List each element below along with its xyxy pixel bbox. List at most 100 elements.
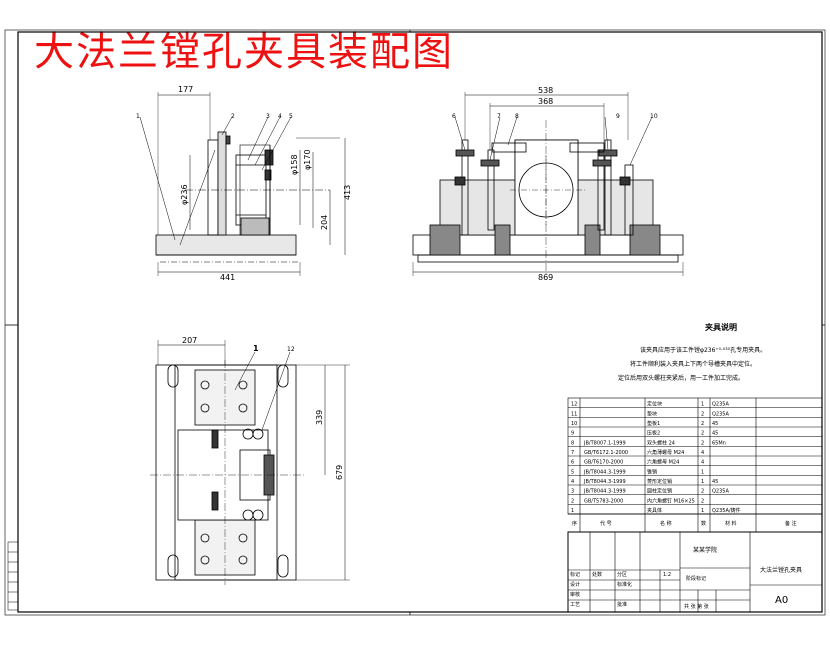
balloon-5: 5	[289, 113, 293, 120]
balloon-1: 1	[136, 113, 140, 120]
school-name: 某某学院	[693, 546, 717, 554]
bom-cell-material: Q235A	[712, 411, 729, 417]
notes-heading: 夹具说明	[705, 322, 737, 332]
bom-cell-code: JB/T8044.3-1999	[583, 469, 626, 475]
bom-cell-no: 6	[571, 460, 574, 466]
dim-177: 177	[178, 85, 193, 94]
bom-cell-no: 3	[571, 489, 574, 495]
bom-header-code: 代 号	[600, 520, 612, 527]
notes-line-2: 将工件顺利装入夹具上下两个导槽夹具中定位。	[630, 360, 756, 368]
balloon-2: 2	[231, 113, 235, 120]
bom-cell-name: 双头螺柱 24	[647, 439, 675, 446]
sheet-size: A0	[775, 595, 788, 606]
bom-cell-name: 圆柱定位销	[647, 488, 672, 495]
tb-cell: 设计	[570, 581, 580, 588]
balloon-7: 7	[497, 113, 501, 120]
bom-cell-material: Q235A	[712, 402, 729, 408]
tb-cell: 工艺	[570, 602, 580, 608]
bom-cell-no: 4	[571, 479, 574, 485]
bom-cell-name: 六角薄螺母 M24	[647, 449, 684, 456]
dim-413: 413	[343, 185, 352, 200]
tb-cell: 共 张 第 张	[684, 603, 709, 610]
bom-cell-name: 锥销	[647, 468, 657, 475]
bom-cell-material: 65Mn	[712, 440, 726, 446]
dim-phi170: φ170	[303, 149, 312, 170]
balloon-9: 9	[616, 113, 620, 120]
sheet-border	[4, 29, 826, 616]
balloon-10: 10	[650, 113, 658, 120]
bom-cell-qty: 2	[701, 421, 704, 427]
bom-cell-name: 定位块	[647, 401, 662, 408]
bom-header-no: 序	[572, 520, 577, 527]
notes-line-3: 定位后用双头螺柱夹紧后，用一工件加工完成。	[618, 374, 744, 382]
bom-cell-no: 11	[571, 411, 577, 417]
bom-cell-no: 9	[571, 431, 574, 437]
dim-phi158: φ158	[290, 154, 299, 175]
bom-header-remark: 备 注	[785, 520, 797, 527]
bom-cell-name: 垫块	[647, 410, 657, 417]
side-view	[412, 92, 684, 276]
dim-368: 368	[538, 97, 553, 106]
bom-cell-code: JB/T8044.3-1999	[583, 489, 626, 495]
balloon-3: 3	[266, 113, 270, 120]
notes-line-1: 该夹具应用于该工件镗φ236⁺⁰·⁰³⁰孔专用夹具。	[640, 346, 766, 354]
dim-phi236: φ236	[180, 184, 189, 205]
drawing-name: 大法兰镗孔夹具	[760, 566, 802, 574]
bom-cell-no: 1	[571, 508, 574, 514]
top-balloon-1: 1	[253, 344, 259, 353]
bom-cell-no: 8	[571, 440, 574, 446]
front-view	[139, 92, 346, 276]
tb-cell: 审核	[570, 591, 580, 598]
bom-cell-qty: 1	[701, 479, 704, 485]
dim-204: 204	[320, 215, 329, 230]
bom-cell-name: 夹具体	[647, 507, 662, 514]
drawing-title: 大法兰镗孔夹具装配图	[34, 29, 454, 75]
dim-679: 679	[335, 465, 344, 480]
bom-cell-qty: 2	[701, 440, 704, 446]
bom-cell-name: 六角螺母 M24	[647, 459, 679, 466]
tb-cell: 分区	[617, 571, 627, 578]
bom-cell-material: Q235A	[712, 489, 729, 495]
bom-cell-qty: 4	[701, 460, 704, 466]
bom-cell-no: 5	[571, 469, 574, 475]
bom-cell-code: JB/T8007.1-1999	[583, 440, 626, 446]
bom-header-qty: 数	[701, 520, 706, 527]
bom-cell-code: JB/T8044.3-1999	[583, 479, 626, 485]
bom-cell-no: 7	[571, 450, 574, 456]
bom-header-material: 材 料	[725, 520, 737, 527]
balloon-6: 6	[452, 113, 456, 120]
bom-cell-qty: 2	[701, 489, 704, 495]
bom-cell-qty: 2	[701, 431, 704, 437]
bom-cell-qty: 2	[701, 498, 704, 504]
tb-cell: 标记	[570, 571, 580, 578]
dim-869: 869	[538, 273, 553, 282]
bom-cell-material: 45	[712, 479, 718, 485]
dim-538: 538	[538, 86, 553, 95]
bom-cell-name: 内六角螺钉 M16×25	[647, 497, 695, 504]
bom-cell-no: 12	[571, 402, 577, 408]
bom-cell-material: 45	[712, 431, 718, 437]
bom-header-name: 名 称	[660, 520, 672, 527]
tb-cell: 标准化	[617, 581, 632, 588]
bom-cell-name: 菱形定位销	[647, 478, 672, 485]
top-view	[150, 340, 350, 585]
bom-cell-code: GB/T6172.1-2000	[584, 450, 628, 456]
balloon-4: 4	[278, 113, 282, 120]
bom-cell-code: GB/T6170-2000	[584, 460, 623, 466]
bom-cell-name: 垫板1	[647, 420, 660, 427]
bom-cell-code: GB/T5783-2000	[584, 498, 623, 504]
balloon-8: 8	[515, 113, 519, 120]
tb-cell: 阶段标记	[686, 575, 706, 582]
tb-cell: 1:2	[663, 572, 671, 578]
bom-cell-material: 45	[712, 421, 718, 427]
text-layer: 177 413 441 φ236 φ158 φ170 204 1 2 3 4 5…	[136, 85, 822, 610]
bom-cell-no: 10	[571, 421, 577, 427]
dim-339: 339	[315, 410, 324, 425]
tb-cell: 处数	[592, 571, 602, 578]
tb-cell: 批准	[617, 601, 627, 608]
bom-cell-no: 2	[571, 498, 574, 504]
dim-207: 207	[182, 336, 197, 345]
bom-cell-qty: 2	[701, 411, 704, 417]
